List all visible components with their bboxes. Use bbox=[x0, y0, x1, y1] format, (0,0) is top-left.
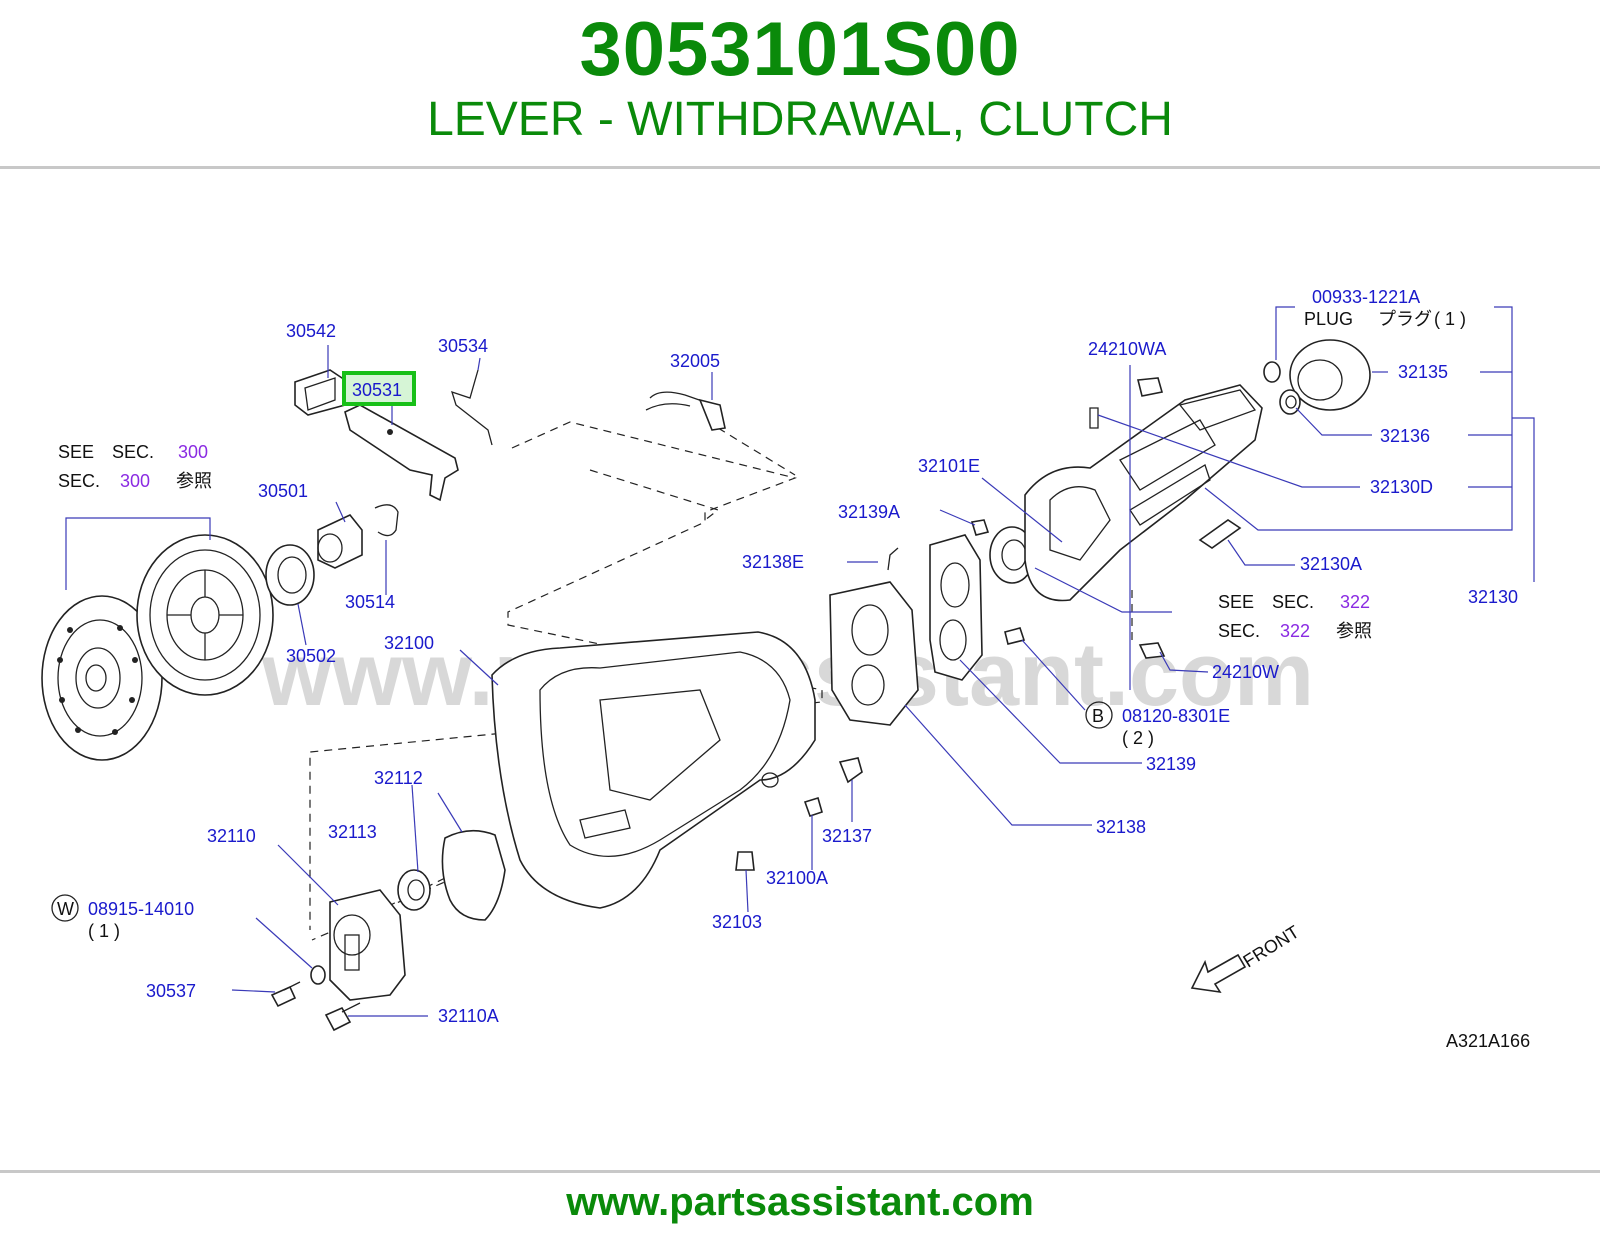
part-description: LEVER - WITHDRAWAL, CLUTCH bbox=[427, 93, 1173, 146]
svg-text:参照: 参照 bbox=[176, 471, 212, 491]
bracket-24210WA bbox=[1136, 377, 1164, 397]
label-30514[interactable]: 30514 bbox=[345, 592, 395, 612]
label-32130D[interactable]: 32130D bbox=[1370, 477, 1433, 497]
label-32138E[interactable]: 32138E bbox=[742, 552, 804, 572]
bolt-32130A bbox=[1198, 519, 1242, 549]
label-32110[interactable]: 32110 bbox=[207, 826, 256, 846]
label-32103[interactable]: 32103 bbox=[712, 912, 762, 932]
badge-w bbox=[51, 894, 79, 922]
clutch-housing bbox=[491, 631, 816, 909]
svg-text:SEC.: SEC. bbox=[112, 442, 154, 462]
label-30542[interactable]: 30542 bbox=[286, 321, 336, 341]
label-32139A[interactable]: 32139A bbox=[838, 502, 900, 522]
footer-website[interactable]: www.partsassistant.com bbox=[566, 1180, 1034, 1224]
seal-32136 bbox=[1279, 389, 1301, 415]
highlight-box bbox=[342, 371, 416, 406]
diagram-code: A321A166 bbox=[1446, 1031, 1530, 1051]
front-cover bbox=[329, 889, 406, 1001]
label-30502[interactable]: 30502 bbox=[286, 646, 336, 666]
bolt-b bbox=[1004, 627, 1026, 645]
front-label: FRONT bbox=[1240, 922, 1303, 972]
svg-text:322: 322 bbox=[1280, 621, 1310, 641]
badge-b bbox=[1085, 701, 1113, 729]
back-up-switch bbox=[645, 391, 726, 431]
svg-text:SEC.: SEC. bbox=[1218, 621, 1260, 641]
bearing-sleeve bbox=[317, 514, 363, 569]
label-32110A[interactable]: 32110A bbox=[438, 1006, 499, 1026]
bolt-30537 bbox=[270, 981, 301, 1008]
label-32100A[interactable]: 32100A bbox=[766, 868, 828, 888]
bolt-32139A bbox=[970, 519, 990, 536]
plug-00933 bbox=[1263, 361, 1281, 383]
label-32137[interactable]: 32137 bbox=[822, 826, 872, 846]
label-24210WA[interactable]: 24210WA bbox=[1088, 339, 1166, 359]
drain-plug bbox=[735, 851, 755, 871]
vent-32130D bbox=[1089, 407, 1099, 429]
label-32112[interactable]: 32112 bbox=[374, 768, 423, 788]
oil-seal bbox=[397, 869, 431, 911]
label-08120-8301E[interactable]: 08120-8301E bbox=[1122, 706, 1230, 726]
label-32113[interactable]: 32113 bbox=[328, 822, 377, 842]
footer-divider bbox=[0, 1170, 1600, 1173]
housing-gasket bbox=[441, 829, 506, 921]
bolt-32110A bbox=[324, 1002, 361, 1032]
dust-boot bbox=[294, 369, 346, 416]
label-plug-qty: ( 1 ) bbox=[1434, 309, 1466, 329]
svg-text:SEE: SEE bbox=[1218, 592, 1254, 612]
release-bearing bbox=[265, 544, 315, 606]
svg-text:SEC.: SEC. bbox=[1272, 592, 1314, 612]
leader-lines bbox=[65, 306, 1535, 1017]
see-section-322[interactable]: SEE SEC. 322 SEC. 322 参照 bbox=[1218, 592, 1372, 641]
label-32135[interactable]: 32135 bbox=[1398, 362, 1448, 382]
washer bbox=[310, 965, 326, 985]
svg-text:300: 300 bbox=[178, 442, 208, 462]
front-arrow: FRONT bbox=[1190, 922, 1303, 994]
clutch-cover bbox=[136, 534, 274, 696]
pin-32138E bbox=[887, 547, 899, 571]
label-30534[interactable]: 30534 bbox=[438, 336, 488, 356]
badge-b-text: B bbox=[1092, 706, 1104, 726]
label-30501[interactable]: 30501 bbox=[258, 481, 308, 501]
label-00933-1221A[interactable]: 00933-1221A bbox=[1312, 287, 1420, 307]
label-32130A[interactable]: 32130A bbox=[1300, 554, 1362, 574]
header-divider bbox=[0, 166, 1600, 169]
filler-plug bbox=[803, 796, 823, 818]
retainer-clip bbox=[374, 504, 399, 537]
label-plug-jp: プラグ bbox=[1378, 309, 1432, 329]
page-header: 3053101S00 LEVER - WITHDRAWAL, CLUTCH bbox=[0, 0, 1600, 168]
rear-extension bbox=[1289, 339, 1371, 411]
label-30531[interactable]: 30531 bbox=[352, 380, 402, 400]
svg-text:SEE: SEE bbox=[58, 442, 94, 462]
part-number-title: 3053101S00 bbox=[579, 7, 1021, 92]
return-spring bbox=[451, 369, 493, 446]
svg-text:322: 322 bbox=[1340, 592, 1370, 612]
label-plug: PLUG bbox=[1304, 309, 1353, 329]
label-32138[interactable]: 32138 bbox=[1096, 817, 1146, 837]
svg-text:300: 300 bbox=[120, 471, 150, 491]
label-32100[interactable]: 32100 bbox=[384, 633, 434, 653]
bolt-32137 bbox=[838, 757, 863, 784]
plate-gasket bbox=[929, 534, 983, 681]
bracket-24210W bbox=[1138, 642, 1166, 659]
label-08915-qty: ( 1 ) bbox=[88, 921, 120, 941]
label-30537[interactable]: 30537 bbox=[146, 981, 196, 1001]
label-24210W[interactable]: 24210W bbox=[1212, 662, 1279, 682]
label-32130[interactable]: 32130 bbox=[1468, 587, 1518, 607]
badge-w-text: W bbox=[57, 899, 74, 919]
see-section-300[interactable]: SEE SEC. 300 SEC. 300 参照 bbox=[58, 442, 212, 491]
label-32005[interactable]: 32005 bbox=[670, 351, 720, 371]
label-08915-14010[interactable]: 08915-14010 bbox=[88, 899, 194, 919]
label-32136[interactable]: 32136 bbox=[1380, 426, 1430, 446]
label-08120-qty: ( 2 ) bbox=[1122, 728, 1154, 748]
label-32139[interactable]: 32139 bbox=[1146, 754, 1196, 774]
svg-text:参照: 参照 bbox=[1336, 621, 1372, 641]
adapter-plate bbox=[829, 581, 919, 726]
withdrawal-lever bbox=[344, 404, 459, 502]
transmission-case bbox=[1024, 384, 1263, 602]
label-32101E[interactable]: 32101E bbox=[918, 456, 980, 476]
svg-text:SEC.: SEC. bbox=[58, 471, 100, 491]
